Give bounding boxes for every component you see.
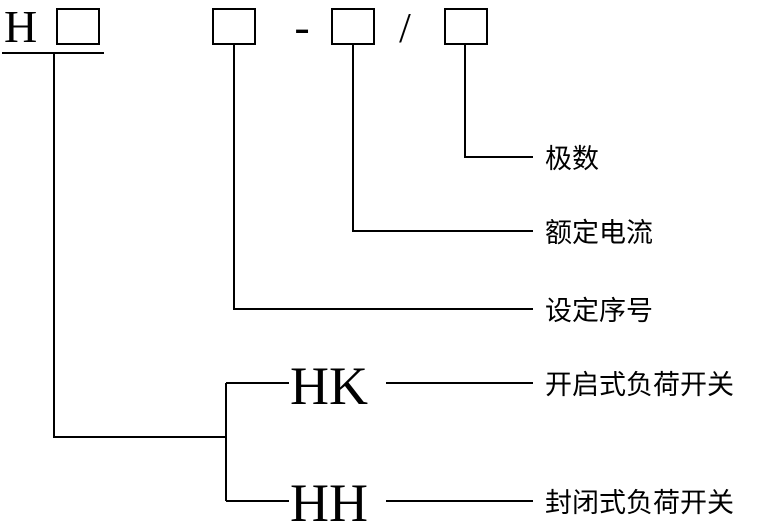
rated-current-label: 额定电流 [545,218,653,249]
rated-current-leader-line [352,44,533,232]
type-name-hh: 封闭式负荷开关 [545,488,734,519]
rated-current-box [331,8,375,45]
slash-separator: / [399,6,411,52]
design-number-box [212,8,256,45]
type-code-hh: HH [290,473,368,524]
design-number-label: 设定序号 [545,296,653,327]
type-leader-line [53,53,226,438]
type-name-hk: 开启式负荷开关 [545,370,734,401]
poles-box [444,8,488,45]
design-number-leader-line [233,44,533,310]
poles-leader-line [464,44,533,158]
type-placeholder-box [56,8,100,45]
prefix-letter: H [4,1,37,52]
type-code-hk: HK [290,356,368,416]
dash-separator: - [294,1,309,52]
poles-label: 极数 [545,144,599,175]
